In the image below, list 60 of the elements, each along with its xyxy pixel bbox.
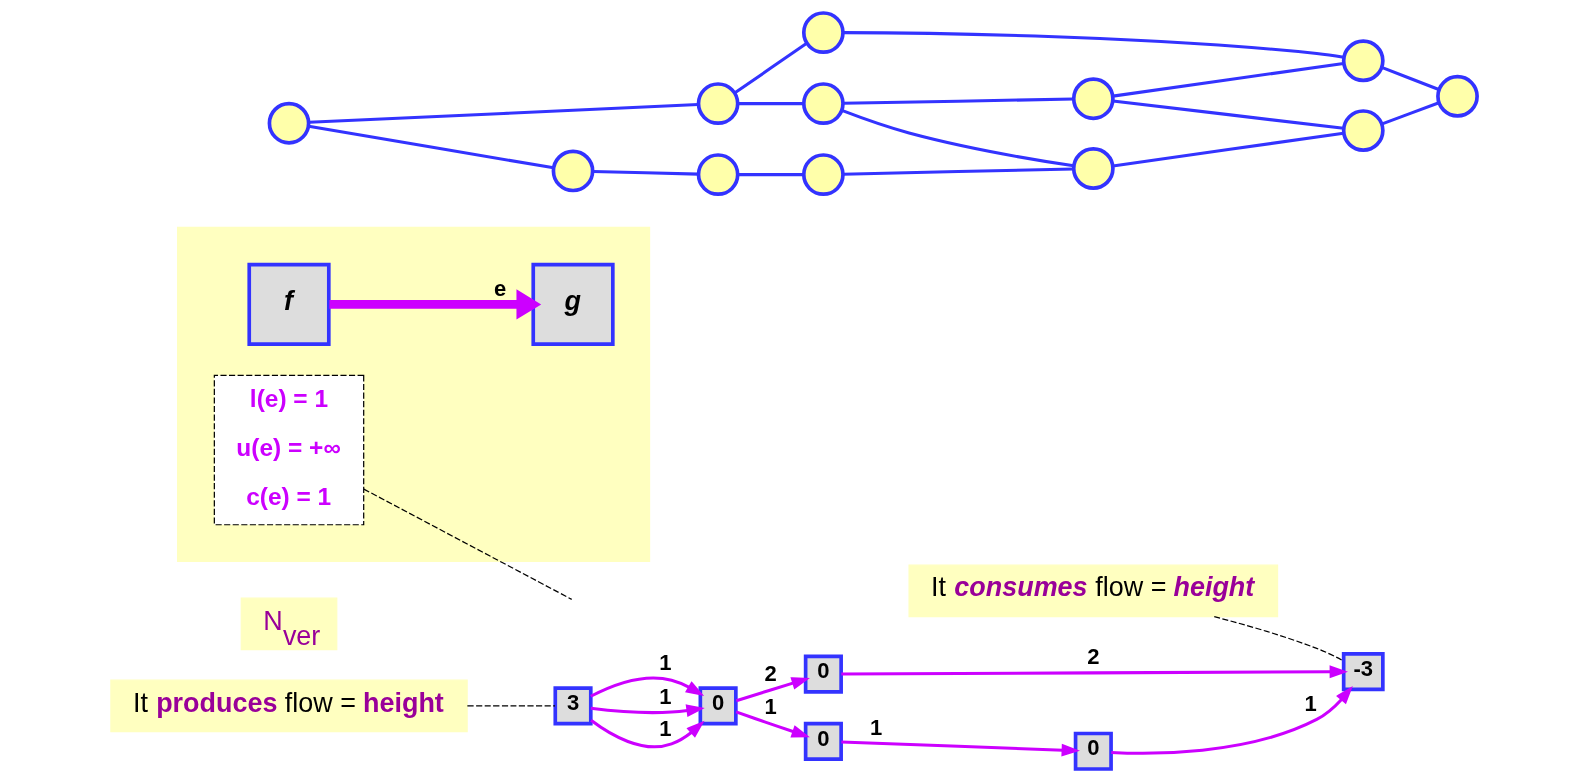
cluster bbox=[177, 226, 651, 563]
connector bbox=[1381, 101, 1440, 126]
edge-label: 1 bbox=[1304, 691, 1317, 717]
arrow bbox=[1111, 686, 1353, 755]
node-circle bbox=[267, 101, 311, 145]
node-circle bbox=[696, 82, 740, 126]
node-box: f bbox=[247, 262, 331, 346]
edge-label: 1 bbox=[869, 714, 883, 740]
connector bbox=[841, 109, 1074, 168]
node-circle bbox=[1341, 39, 1385, 83]
connector bbox=[737, 102, 804, 106]
node-box: 3 bbox=[553, 686, 593, 726]
edge-label: e bbox=[494, 276, 507, 302]
edge-label: 2 bbox=[764, 660, 777, 686]
node-circle bbox=[801, 153, 845, 197]
connector bbox=[1112, 131, 1344, 168]
connector bbox=[308, 124, 554, 170]
node-box: It produces flow = height bbox=[110, 679, 468, 733]
arrow bbox=[841, 665, 1348, 679]
node-circle bbox=[551, 149, 595, 193]
edge-label: 1 bbox=[764, 693, 777, 719]
arrow bbox=[590, 719, 705, 749]
connector bbox=[842, 31, 1344, 59]
arrow bbox=[329, 289, 542, 320]
arrow bbox=[735, 710, 810, 738]
node-box: -3 bbox=[1341, 652, 1385, 692]
arrow bbox=[590, 704, 705, 717]
connector bbox=[363, 488, 573, 600]
node-box: g bbox=[531, 262, 615, 346]
node-circle bbox=[1071, 147, 1115, 190]
node-circle bbox=[1436, 74, 1479, 118]
node-box: It consumes flow = height bbox=[908, 564, 1279, 618]
connector bbox=[1112, 61, 1344, 98]
connector bbox=[842, 97, 1074, 105]
node-circle bbox=[1071, 77, 1115, 121]
arrow bbox=[841, 740, 1080, 757]
connector bbox=[309, 102, 699, 124]
arrow bbox=[590, 676, 705, 698]
node-box: 0 bbox=[803, 654, 843, 694]
connector bbox=[1381, 66, 1440, 91]
connector bbox=[466, 705, 556, 707]
node-circle bbox=[801, 11, 845, 55]
node-box: 0 bbox=[698, 686, 738, 726]
node-circle bbox=[1341, 109, 1385, 152]
connector bbox=[1213, 616, 1345, 662]
arrow bbox=[735, 677, 810, 703]
node-box: l(e) = 1 u(e) = +∞ c(e) = 1 bbox=[213, 374, 365, 526]
connector bbox=[592, 169, 699, 176]
connector bbox=[737, 173, 804, 177]
connector bbox=[1112, 99, 1344, 130]
edge-label: 2 bbox=[1087, 643, 1100, 669]
node-box: 0 bbox=[1073, 731, 1113, 771]
connector bbox=[842, 167, 1074, 176]
connector bbox=[734, 42, 808, 95]
node-circle bbox=[801, 82, 845, 126]
edge-label: 1 bbox=[659, 683, 672, 709]
node-box: 0 bbox=[803, 721, 843, 761]
edge-label: 1 bbox=[659, 715, 672, 741]
edge-label: 1 bbox=[659, 649, 672, 675]
node-circle bbox=[696, 153, 740, 197]
